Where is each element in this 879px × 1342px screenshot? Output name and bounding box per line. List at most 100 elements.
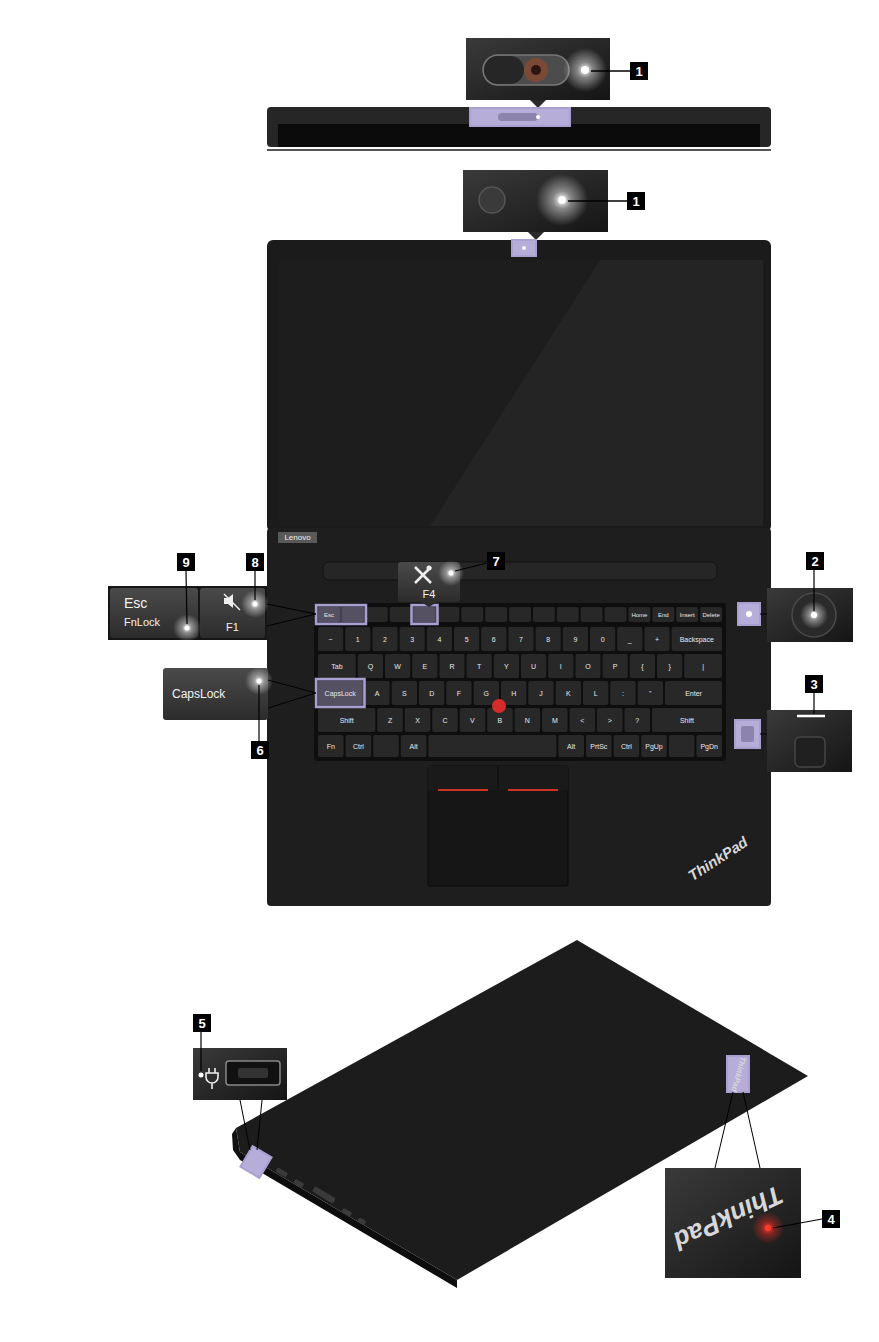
key-text: H [511,690,516,697]
key-legend: Alt [401,735,427,757]
trackpoint [492,699,506,713]
key-cap [652,607,674,622]
key-text: 3 [410,636,414,643]
key-text: 4 [437,636,441,643]
usb-c-port [226,1061,280,1085]
keyboard-deck [267,528,771,906]
key-legend: PgUp [641,735,667,757]
laptop-side [240,1152,457,1288]
shape [318,607,722,757]
callout-number: 3 [805,675,823,693]
key-text: 9 [573,636,577,643]
key-cap [515,708,541,732]
key-text: F [457,690,461,697]
screen [279,260,763,526]
key-text: 2 [383,636,387,643]
key-text: } [668,663,670,670]
leader-line [455,563,487,571]
key-cap [400,627,425,651]
key-text: PgUp [645,743,663,750]
key-text: Z [388,717,392,724]
key-text: O [585,663,590,670]
key-legend: 9 [563,627,588,651]
inset-key: F1 [200,588,265,638]
key-legend: W [385,654,410,678]
power-led [811,612,817,618]
capslock-led [257,679,262,684]
key-cap [428,735,556,757]
key-text: W [394,663,401,670]
leader-line [813,693,814,714]
thinkpad-logo: ThinkPad [685,833,750,882]
ac-plug-icon [206,1068,218,1089]
key-legend: Backspace [672,627,722,651]
key-legend: 3 [400,627,425,651]
port-tongue [238,1068,268,1078]
key-text: Alt [567,743,575,750]
key-legend: ? [625,708,650,732]
key-cap [501,681,526,705]
key-cap [401,735,427,757]
key-legend: O [575,654,600,678]
key-text: J [539,690,543,697]
camera-lens-core [531,65,541,75]
key-text: Insert [680,612,695,618]
key-text: > [608,717,612,724]
key-cap [392,681,417,705]
key-cap [385,654,410,678]
key-legend: 4 [427,627,452,651]
key-cap [437,607,459,622]
key-text: Backspace [680,636,714,643]
key-text: 6 [492,636,496,643]
key-text: ~ [329,636,333,643]
divider [267,149,771,151]
key-text: CapsLock [325,690,356,697]
keyboard-well [314,603,726,761]
key-legend: Q [358,654,383,678]
key-cap [638,681,663,705]
key-legend: 5 [454,627,479,651]
key-text: PgDn [700,743,718,750]
key-cap [377,708,403,732]
leader-line [186,571,187,624]
key-text: 7 [519,636,523,643]
leader-line [568,200,627,202]
mute-slash [224,594,240,610]
key-legend: 1 [345,627,370,651]
zoom-inset [466,38,610,100]
key-legend: E [412,654,437,678]
key-legend: { [630,654,655,678]
key-cap [446,681,471,705]
key-text: N [525,717,530,724]
display-bezel [267,240,771,532]
key-legend: H [501,681,526,705]
key-legend: Esc [124,596,147,610]
key-text: A [375,690,380,697]
leader-line [267,604,316,614]
mic-head [427,566,432,571]
zoom-inset [665,1168,801,1278]
key-cap [346,735,372,757]
inset-key: F4 [398,562,460,602]
highlight-box [316,679,365,707]
callout-number: 1 [630,62,648,80]
button-stripe [508,789,558,791]
key-legend: T [467,654,492,678]
key-legend: U [521,654,546,678]
led-glow [536,174,588,226]
leader-line [715,1092,733,1168]
key-text: End [658,612,669,618]
key-legend: " [638,681,663,705]
key-text: + [655,636,659,643]
key-cap [603,654,628,678]
leader-line [254,571,255,600]
key-cap [563,627,588,651]
key-cap [676,607,698,622]
power-led-small [746,611,752,617]
key-text: E [422,663,427,670]
key-text: < [580,717,584,724]
camera-lens [524,58,548,82]
key-cap [461,607,483,622]
led-glow [563,48,607,92]
key-cap [373,735,399,757]
